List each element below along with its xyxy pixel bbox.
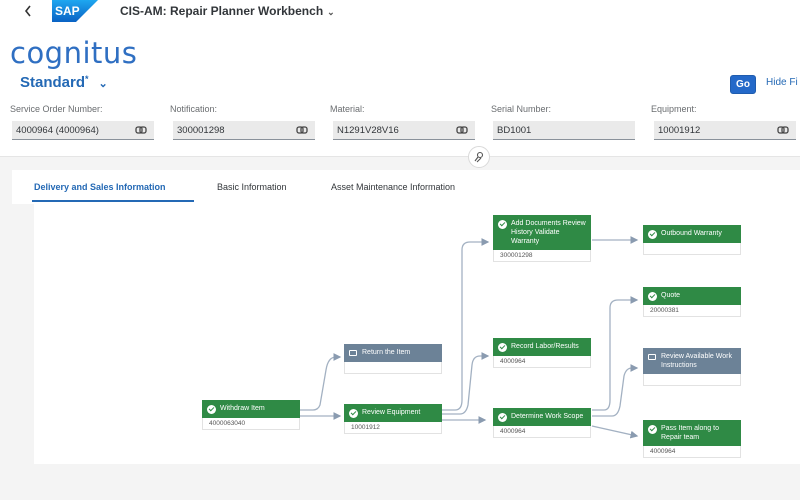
pin-icon (474, 151, 484, 163)
cognitus-logo: cognitus (10, 36, 138, 70)
node-return-item[interactable]: Return the Item (344, 344, 442, 374)
node-title: Return the Item (362, 349, 411, 356)
service-order-value: 4000964 (4000964) (16, 125, 99, 136)
node-quote[interactable]: Quote 20000381 (643, 287, 741, 317)
node-reference: 4000964 (643, 446, 741, 458)
value-help-icon[interactable] (776, 123, 790, 137)
tab-asset-maintenance[interactable]: Asset Maintenance Information (331, 182, 456, 192)
material-field[interactable]: N1291V28V16 (333, 121, 475, 140)
checkmark-icon (648, 292, 657, 301)
back-button[interactable] (20, 3, 36, 21)
document-icon (648, 354, 656, 360)
tab-basic-information[interactable]: Basic Information (217, 182, 287, 192)
value-help-icon[interactable] (295, 123, 309, 137)
service-order-field[interactable]: 4000964 (4000964) (12, 121, 154, 140)
chevron-down-icon: ⌄ (98, 78, 108, 90)
node-review-work-instructions[interactable]: Review Available Work Instructions (643, 348, 741, 386)
tab-bar (12, 170, 800, 204)
node-add-documents[interactable]: Add Documents Review History Validate Wa… (493, 215, 591, 262)
node-title: Outbound Warranty (661, 230, 722, 237)
checkmark-icon (648, 230, 657, 239)
app-title: CIS-AM: Repair Planner Workbench (120, 4, 324, 18)
node-reference: 300001298 (493, 250, 591, 262)
node-outbound-warranty[interactable]: Outbound Warranty (643, 225, 741, 255)
shell-bar: SAP CIS-AM: Repair Planner Workbench⌄ (0, 0, 800, 26)
node-reference: 10001912 (344, 422, 442, 434)
variant-modified-marker: * (85, 74, 89, 84)
node-reference: 4000964 (493, 426, 591, 438)
node-record-labor[interactable]: Record Labor/Results 4000964 (493, 338, 591, 368)
checkmark-icon (349, 409, 358, 418)
document-icon (349, 350, 357, 356)
serial-number-field[interactable]: BD1001 (493, 121, 635, 140)
node-title: Review Available Work Instructions (661, 353, 732, 369)
node-reference (344, 362, 442, 374)
notification-label: Notification: (170, 104, 218, 114)
node-title: Add Documents Review History Validate Wa… (511, 220, 586, 245)
value-help-icon[interactable] (455, 123, 469, 137)
variant-name: Standard (20, 74, 86, 91)
go-button[interactable]: Go (730, 75, 756, 94)
node-reference (643, 243, 741, 255)
material-label: Material: (330, 104, 365, 114)
chevron-down-icon: ⌄ (327, 7, 335, 17)
node-determine-work-scope[interactable]: Determine Work Scope 4000964 (493, 408, 591, 438)
chevron-left-icon (24, 5, 31, 17)
variant-selector[interactable]: Standard* ⌄ (20, 74, 108, 91)
node-title: Determine Work Scope (511, 413, 584, 420)
serial-number-label: Serial Number: (491, 104, 552, 114)
node-reference: 4000063040 (202, 418, 300, 430)
node-reference: 20000381 (643, 305, 741, 317)
node-title: Withdraw Item (220, 405, 265, 412)
node-title: Quote (661, 292, 681, 299)
value-help-icon[interactable] (134, 123, 148, 137)
app-title-menu[interactable]: CIS-AM: Repair Planner Workbench⌄ (120, 4, 335, 18)
node-title: Record Labor/Results (511, 343, 579, 350)
active-tab-indicator (32, 200, 194, 202)
checkmark-icon (498, 220, 507, 229)
node-pass-item[interactable]: Pass Item along to Repair team 4000964 (643, 420, 741, 458)
node-reference (643, 374, 741, 386)
serial-number-value: BD1001 (497, 125, 532, 136)
node-reference: 4000964 (493, 356, 591, 368)
equipment-value: 10001912 (658, 125, 701, 136)
service-order-label: Service Order Number: (10, 104, 103, 114)
checkmark-icon (648, 425, 657, 434)
notification-field[interactable]: 300001298 (173, 121, 315, 140)
tab-delivery-sales[interactable]: Delivery and Sales Information (34, 182, 166, 192)
node-title: Pass Item along to Repair team (661, 425, 719, 441)
checkmark-icon (207, 405, 216, 414)
checkmark-icon (498, 343, 507, 352)
sap-logo: SAP (52, 0, 98, 22)
node-title: Review Equipment (362, 409, 421, 416)
equipment-field[interactable]: 10001912 (654, 121, 796, 140)
checkmark-icon (498, 413, 507, 422)
node-withdraw-item[interactable]: Withdraw Item 4000063040 (202, 400, 300, 430)
collapse-header-button[interactable] (468, 146, 490, 168)
material-value: N1291V28V16 (337, 125, 399, 136)
node-review-equipment[interactable]: Review Equipment 10001912 (344, 404, 442, 434)
notification-value: 300001298 (177, 125, 225, 136)
hide-filter-bar-link[interactable]: Hide Fi (766, 77, 798, 88)
sap-logo-text: SAP (55, 4, 80, 18)
equipment-label: Equipment: (651, 104, 697, 114)
header-divider (0, 156, 800, 157)
